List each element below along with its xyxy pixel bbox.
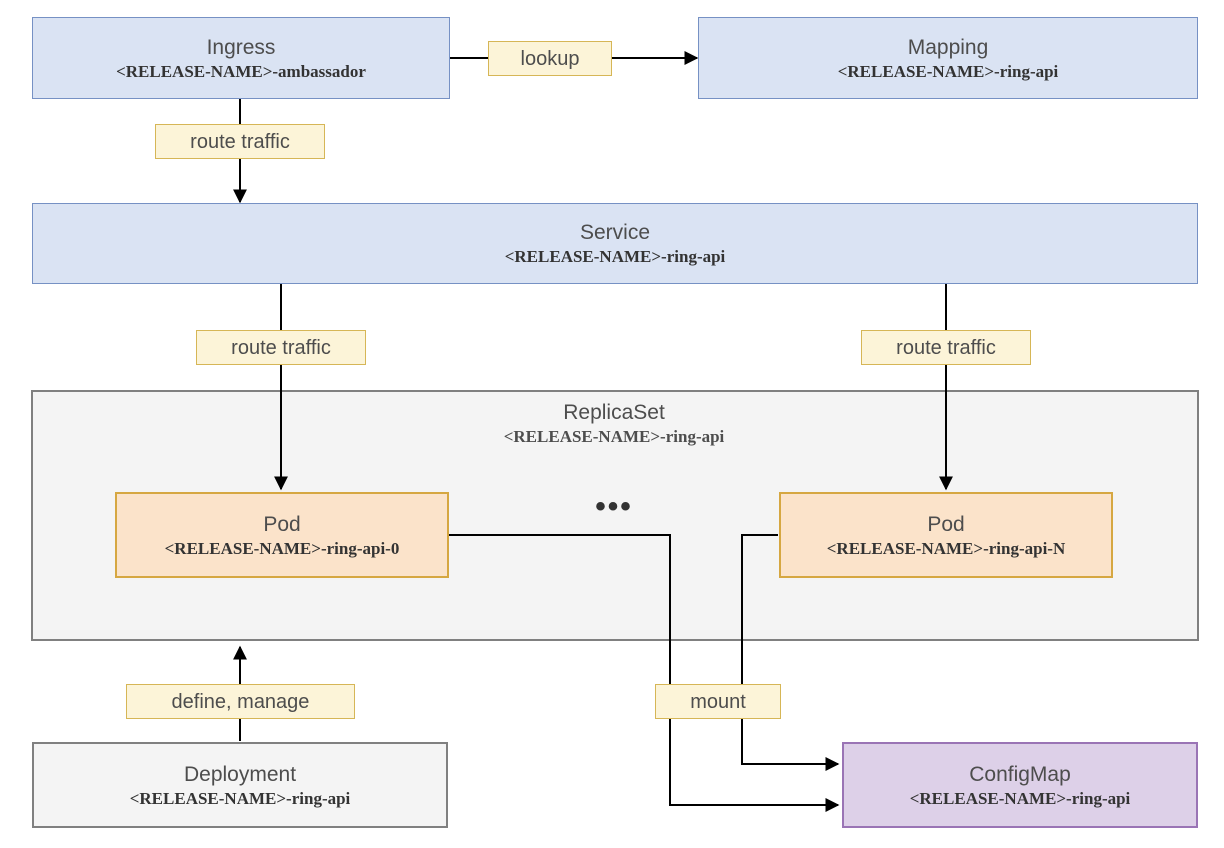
replicaset-label: ReplicaSet <RELEASE-NAME>-ring-api (504, 400, 725, 447)
node-deployment[interactable]: Deployment <RELEASE-NAME>-ring-api (32, 742, 448, 828)
pod-last-title: Pod (927, 512, 965, 536)
node-pod-first[interactable]: Pod <RELEASE-NAME>-ring-api-0 (115, 492, 449, 578)
pod-first-title: Pod (263, 512, 301, 536)
ingress-title: Ingress (206, 35, 276, 59)
edge-label-mount[interactable]: mount (655, 684, 781, 719)
edge-label-lookup[interactable]: lookup (488, 41, 612, 76)
node-configmap[interactable]: ConfigMap <RELEASE-NAME>-ring-api (842, 742, 1198, 828)
mapping-subtitle: <RELEASE-NAME>-ring-api (837, 61, 1059, 81)
replicaset-subtitle: <RELEASE-NAME>-ring-api (503, 427, 725, 446)
service-title: Service (579, 221, 651, 244)
node-service[interactable]: Service <RELEASE-NAME>-ring-api (32, 203, 1198, 284)
replicaset-title: ReplicaSet (563, 401, 665, 424)
pod-last-subtitle: <RELEASE-NAME>-ring-api-N (826, 538, 1066, 558)
node-pod-last[interactable]: Pod <RELEASE-NAME>-ring-api-N (779, 492, 1113, 578)
ingress-subtitle: <RELEASE-NAME>-ambassador (116, 61, 366, 81)
edge-label-route-traffic-ingress[interactable]: route traffic (155, 124, 325, 159)
mapping-title: Mapping (907, 35, 989, 59)
deployment-subtitle: <RELEASE-NAME>-ring-api (129, 788, 351, 808)
node-ingress[interactable]: Ingress <RELEASE-NAME>-ambassador (32, 17, 450, 99)
pods-ellipsis: ••• (595, 490, 633, 523)
edge-label-route-traffic-right[interactable]: route traffic (861, 330, 1031, 365)
deployment-title: Deployment (183, 762, 297, 786)
configmap-subtitle: <RELEASE-NAME>-ring-api (909, 788, 1131, 808)
pod-first-subtitle: <RELEASE-NAME>-ring-api-0 (164, 538, 400, 558)
node-mapping[interactable]: Mapping <RELEASE-NAME>-ring-api (698, 17, 1198, 99)
edge-label-route-traffic-left[interactable]: route traffic (196, 330, 366, 365)
edge-label-define-manage[interactable]: define, manage (126, 684, 355, 719)
configmap-title: ConfigMap (969, 762, 1071, 786)
service-subtitle: <RELEASE-NAME>-ring-api (504, 247, 726, 266)
